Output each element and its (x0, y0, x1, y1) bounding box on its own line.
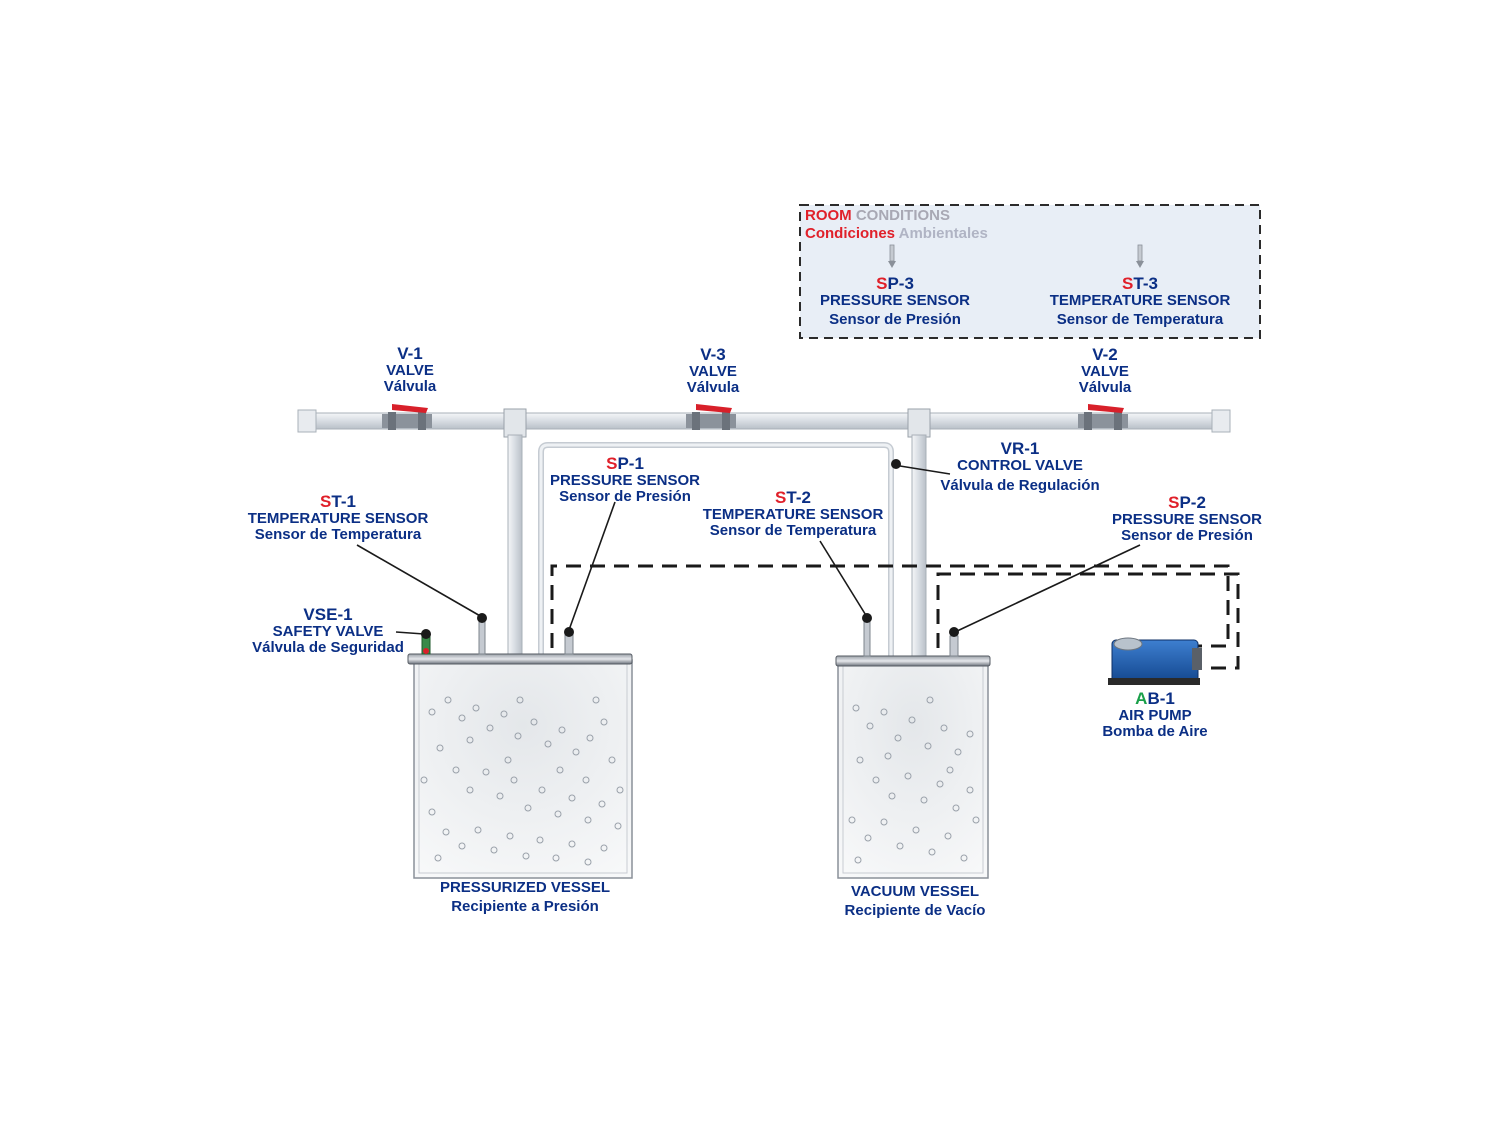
st3-label: ST-3 TEMPERATURE SENSOR Sensor de Temper… (1030, 275, 1250, 327)
sp3-sensor-icon (888, 244, 896, 268)
air-pump-label: AB-1 AIR PUMP Bomba de Aire (1080, 690, 1230, 739)
st1-name-es: Sensor de Temperatura (254, 525, 422, 543)
sp1-probe-icon (564, 627, 574, 655)
st2-label: ST-2 TEMPERATURE SENSOR Sensor de Temper… (683, 489, 903, 538)
control-valve-vr1-icon (891, 459, 901, 469)
valve-v3-code: V-3 (700, 345, 726, 364)
sp1-name-en: PRESSURE SENSOR (549, 471, 701, 489)
sp1-code: P-1 (617, 454, 644, 473)
vr1-label: VR-1 CONTROL VALVE Válvula de Regulación (920, 440, 1120, 493)
pressurized-vessel-label: PRESSURIZED VESSEL Recipiente a Presión (410, 880, 640, 915)
vse1-safety-valve-icon (421, 629, 431, 655)
sp3-name-en: PRESSURE SENSOR (819, 291, 971, 309)
leader-sp1 (568, 501, 616, 631)
sp1-name-es: Sensor de Presión (559, 487, 691, 505)
pump-name-es: Bomba de Aire (1102, 722, 1208, 740)
signal-line-pressurized (550, 564, 1230, 648)
pressurized-vessel-name-en: PRESSURIZED VESSEL (439, 879, 611, 896)
st2-probe-icon (862, 613, 872, 657)
vse1-name-es: Válvula de Seguridad (252, 638, 404, 656)
room-title-es-red: Condiciones (805, 225, 899, 242)
pressurized-vessel-lid (407, 653, 633, 665)
leader-st1 (356, 544, 483, 618)
st3-code: T-3 (1133, 274, 1158, 293)
valve-v2-label: V-2 VALVE Válvula (1055, 346, 1155, 395)
valve-v2-name-es: Válvula (1078, 378, 1132, 396)
vacuum-vessel-lid (835, 655, 991, 667)
st1-code: T-1 (331, 492, 356, 511)
tee-right (907, 408, 931, 438)
st2-code: T-2 (786, 488, 811, 507)
valve-v3-icon (686, 404, 736, 430)
valve-v1-code: V-1 (397, 344, 423, 363)
sp1-label: SP-1 PRESSURE SENSOR Sensor de Presión (535, 455, 715, 504)
valve-v2-code: V-2 (1092, 345, 1118, 364)
st1-label: ST-1 TEMPERATURE SENSOR Sensor de Temper… (228, 493, 448, 542)
valve-v3-label: V-3 VALVE Válvula (663, 346, 763, 395)
leader-st2 (819, 540, 868, 618)
sp2-code-prefix: S (1168, 493, 1180, 512)
vse1-code: VSE-1 (303, 605, 353, 624)
valve-v3-name-en: VALVE (689, 362, 737, 380)
pressurized-vessel-name-es: Recipiente a Presión (451, 897, 599, 915)
valve-v2-icon (1078, 404, 1128, 430)
vacuum-vessel-name-en: VACUUM VESSEL (850, 883, 980, 900)
sp2-code: P-2 (1179, 493, 1206, 512)
vacuum-vessel-label: VACUUM VESSEL Recipiente de Vacío (810, 884, 1020, 919)
air-pump-icon (1108, 637, 1202, 685)
sp2-probe-icon (949, 627, 959, 657)
st2-code-prefix: S (775, 488, 787, 507)
sp3-name-es: Sensor de Presión (829, 310, 961, 328)
vr1-code: VR-1 (1000, 439, 1040, 458)
pump-code-prefix: A (1135, 689, 1148, 708)
vr1-name-en: CONTROL VALVE (957, 456, 1083, 474)
vse1-label: VSE-1 SAFETY VALVE Válvula de Seguridad (228, 606, 428, 655)
st1-name-en: TEMPERATURE SENSOR (247, 509, 429, 527)
st1-code-prefix: S (320, 492, 332, 511)
pump-code: B-1 (1147, 689, 1175, 708)
vacuum-vessel (835, 655, 991, 879)
sp3-label: SP-3 PRESSURE SENSOR Sensor de Presión (810, 275, 980, 327)
leader-vse1 (395, 631, 425, 635)
valve-v1-name-en: VALVE (386, 361, 434, 379)
room-title-es-gray: Ambientales (898, 225, 988, 242)
room-conditions-title: ROOM CONDITIONS Condiciones Ambientales (805, 207, 988, 243)
room-title-en-gray: CONDITIONS (855, 207, 951, 224)
valve-v1-name-es: Válvula (383, 377, 437, 395)
valve-v1-label: V-1 VALVE Válvula (360, 345, 460, 394)
pipe-end-left (297, 409, 317, 433)
room-conditions-panel (799, 204, 1261, 339)
st2-name-es: Sensor de Temperatura (709, 521, 877, 539)
vse1-name-en: SAFETY VALVE (272, 622, 384, 640)
pump-name-en: AIR PUMP (1118, 706, 1192, 724)
tee-left (503, 408, 527, 438)
st2-name-en: TEMPERATURE SENSOR (702, 505, 884, 523)
vacuum-vessel-name-es: Recipiente de Vacío (844, 901, 986, 919)
leader-sp2 (954, 544, 1141, 633)
signal-line-vacuum (936, 572, 1240, 670)
sp2-name-es: Sensor de Presión (1121, 526, 1253, 544)
valve-v1-icon (382, 404, 432, 430)
sp2-name-en: PRESSURE SENSOR (1111, 510, 1263, 528)
sp1-code-prefix: S (606, 454, 618, 473)
st3-code-prefix: S (1122, 274, 1134, 293)
room-title-en-red: ROOM (805, 207, 856, 224)
valve-v3-name-es: Válvula (686, 378, 740, 396)
vr1-name-es: Válvula de Regulación (940, 476, 1100, 494)
st3-sensor-icon (1136, 244, 1144, 268)
st1-probe-icon (477, 613, 487, 655)
sp3-code: P-3 (887, 274, 914, 293)
pressurized-vessel (407, 653, 633, 879)
st3-name-es: Sensor de Temperatura (1056, 310, 1224, 328)
pipe-end-right (1211, 409, 1231, 433)
sp2-label: SP-2 PRESSURE SENSOR Sensor de Presión (1097, 494, 1277, 543)
valve-v2-name-en: VALVE (1081, 362, 1129, 380)
sp3-code-prefix: S (876, 274, 888, 293)
pipe-down-pressurized (507, 434, 523, 658)
st3-name-en: TEMPERATURE SENSOR (1049, 291, 1231, 309)
